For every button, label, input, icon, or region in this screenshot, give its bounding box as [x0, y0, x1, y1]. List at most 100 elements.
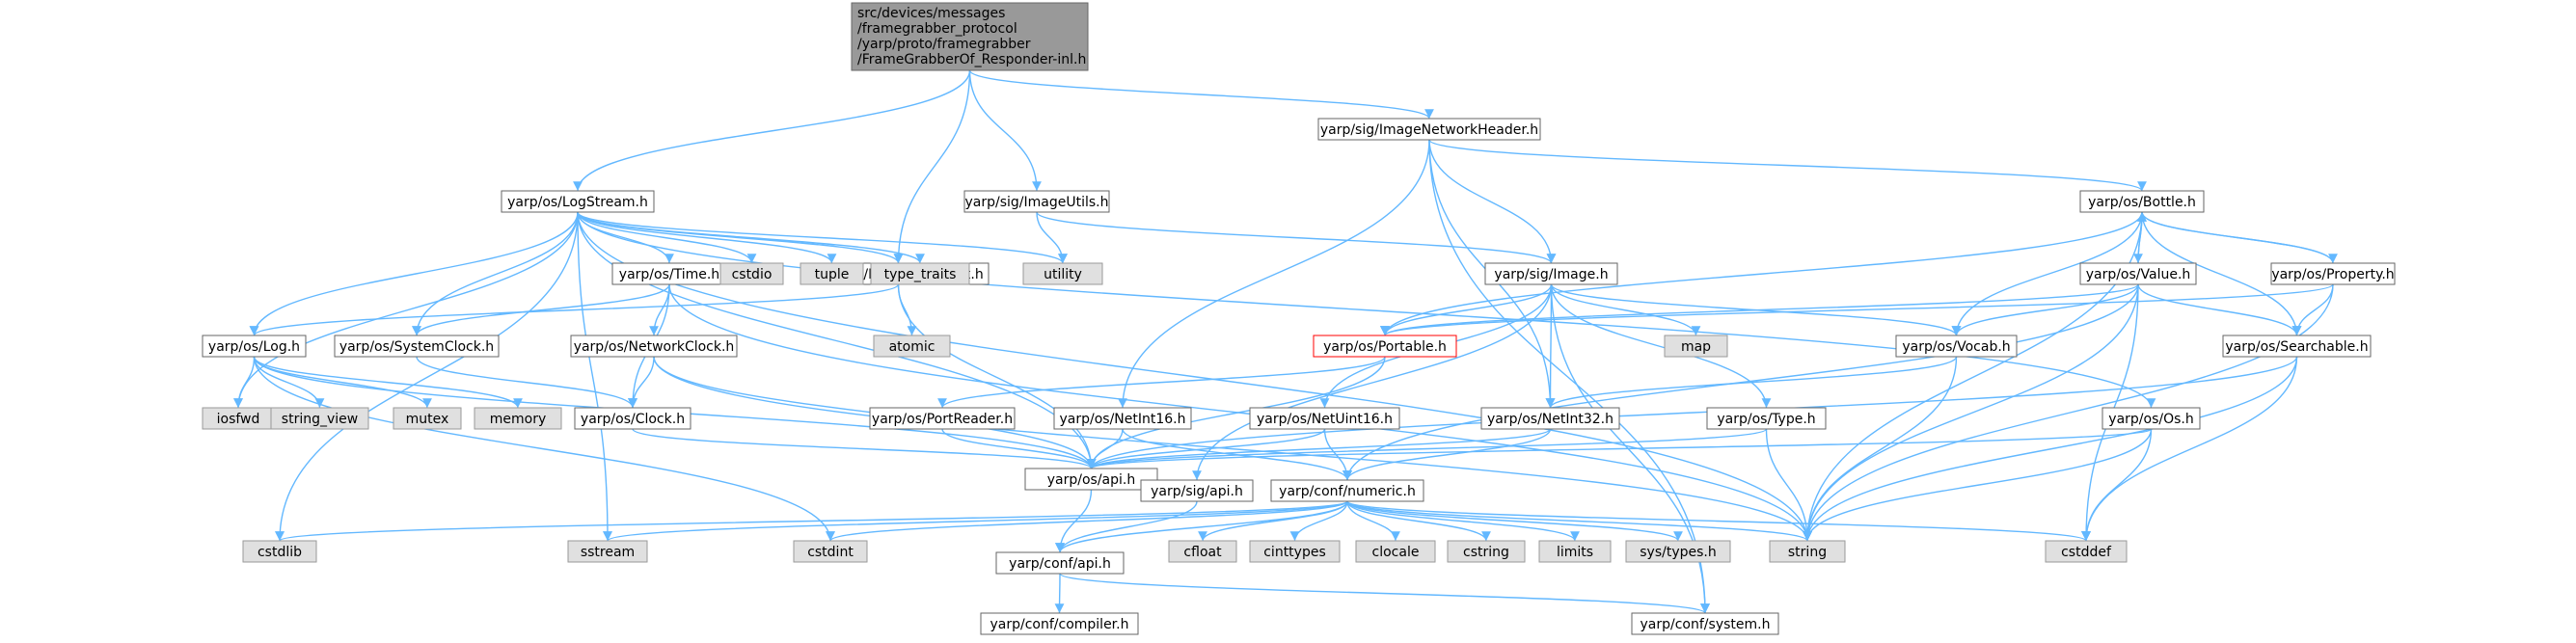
- node-box-root: [851, 2, 1089, 71]
- node-osapi[interactable]: yarp/os/api.h: [1024, 468, 1158, 491]
- nodes-layer: src/devices/messages/framegrabber_protoc…: [202, 2, 2396, 635]
- node-numeric[interactable]: yarp/conf/numeric.h: [1270, 479, 1424, 502]
- node-box-tuple: [800, 262, 864, 285]
- node-mutex: mutex: [393, 407, 462, 430]
- edge-logstream-to-os: [577, 211, 2156, 409]
- node-label-cfloat: cfloat: [1183, 545, 1222, 560]
- node-imagenetheader[interactable]: yarp/sig/ImageNetworkHeader.h: [1317, 118, 1541, 141]
- node-logstream[interactable]: yarp/os/LogStream.h: [501, 190, 655, 213]
- node-box-cstdlib: [242, 540, 317, 563]
- node-string_view: string_view: [270, 407, 369, 430]
- node-systemclock[interactable]: yarp/os/SystemClock.h: [334, 335, 500, 358]
- node-label-clock: yarp/os/Clock.h: [581, 412, 685, 427]
- edge-logcomponent-to-atomic: [897, 283, 917, 336]
- edge-numeric-to-string: [1346, 500, 1812, 542]
- edge-netint32-to-numeric: [1342, 428, 1552, 481]
- edge-root-to-imageutils: [968, 69, 1042, 192]
- node-box-portable: [1313, 335, 1457, 358]
- edge-numeric-to-cstdlib: [275, 500, 1348, 542]
- edge-property-to-portable: [1380, 283, 2334, 336]
- node-clock[interactable]: yarp/os/Clock.h: [574, 407, 691, 430]
- node-box-image: [1484, 262, 1618, 285]
- node-netint16[interactable]: yarp/os/NetInt16.h: [1053, 407, 1192, 430]
- edge-numeric-to-cstddef: [1346, 500, 2091, 542]
- node-box-cstddef: [2045, 540, 2128, 563]
- node-label-sstream: sstream: [581, 545, 635, 560]
- node-box-cinttypes: [1249, 540, 1341, 563]
- node-label-osapi: yarp/os/api.h: [1047, 472, 1135, 488]
- node-imageutils[interactable]: yarp/sig/ImageUtils.h: [963, 190, 1110, 213]
- node-compiler[interactable]: yarp/conf/compiler.h: [980, 612, 1139, 635]
- node-label-cstring: cstring: [1463, 545, 1509, 560]
- edge-netuint16-to-osapi: [1086, 428, 1326, 469]
- node-networkclock[interactable]: yarp/os/NetworkClock.h: [570, 335, 738, 358]
- edge-numeric-to-sstream: [603, 500, 1348, 542]
- node-bottle[interactable]: yarp/os/Bottle.h: [2079, 190, 2205, 213]
- edge-os-to-cstddef: [2081, 428, 2153, 542]
- edge-image-to-sigapi: [1192, 283, 1553, 481]
- node-os[interactable]: yarp/os/Os.h: [2101, 407, 2201, 430]
- edge-imagenetheader-to-image: [1428, 139, 1557, 264]
- node-box-bottle: [2079, 190, 2205, 213]
- node-netuint16[interactable]: yarp/os/NetUint16.h: [1249, 407, 1400, 430]
- node-label-os: yarp/os/Os.h: [2108, 412, 2193, 427]
- node-label-type: yarp/os/Type.h: [1717, 412, 1815, 427]
- edge-image-to-portable: [1380, 283, 1553, 336]
- node-box-cstdint: [793, 540, 868, 563]
- edge-log-to-string_view: [253, 356, 325, 409]
- node-property[interactable]: yarp/os/Property.h: [2270, 262, 2396, 285]
- node-label-property: yarp/os/Property.h: [2271, 267, 2394, 282]
- node-netint32[interactable]: yarp/os/NetInt32.h: [1480, 407, 1620, 430]
- node-cfloat: cfloat: [1168, 540, 1237, 563]
- node-iosfwd: iosfwd: [202, 407, 275, 430]
- node-vocab[interactable]: yarp/os/Vocab.h: [1895, 335, 2018, 358]
- node-label-cstdlib: cstdlib: [258, 545, 302, 560]
- edge-numeric-to-cstdint: [826, 500, 1348, 542]
- edge-image-to-vocab: [1550, 283, 1962, 336]
- node-root[interactable]: src/devices/messages/framegrabber_protoc…: [851, 2, 1089, 71]
- node-value[interactable]: yarp/os/Value.h: [2079, 262, 2197, 285]
- node-label-tuple: tuple: [815, 267, 850, 282]
- node-label-cstdio: cstdio: [732, 267, 773, 282]
- node-cstdio: cstdio: [719, 262, 784, 285]
- node-label-imageutils: yarp/sig/ImageUtils.h: [965, 195, 1109, 210]
- node-box-string_view: [270, 407, 369, 430]
- edge-logstream-to-systemclock: [412, 211, 579, 336]
- node-label-time: yarp/os/Time.h: [619, 267, 719, 282]
- node-portreader[interactable]: yarp/os/PortReader.h: [869, 407, 1016, 430]
- edge-value-to-searchable: [2137, 283, 2302, 336]
- node-tuple: tuple: [800, 262, 864, 285]
- node-label-searchable: yarp/os/Searchable.h: [2225, 339, 2368, 355]
- node-type[interactable]: yarp/os/Type.h: [1706, 407, 1827, 430]
- node-label-mutex: mutex: [406, 412, 449, 427]
- node-box-systypes: [1625, 540, 1731, 563]
- node-label-log: yarp/os/Log.h: [208, 339, 300, 355]
- node-label-clocale: clocale: [1372, 545, 1420, 560]
- edge-logstream-to-type_traits: [577, 211, 925, 264]
- node-image[interactable]: yarp/sig/Image.h: [1484, 262, 1618, 285]
- node-box-system: [1631, 612, 1779, 635]
- node-confapi[interactable]: yarp/conf/api.h: [995, 551, 1125, 575]
- node-sigapi[interactable]: yarp/sig/api.h: [1140, 479, 1254, 502]
- node-system[interactable]: yarp/conf/system.h: [1631, 612, 1779, 635]
- node-box-utility: [1022, 262, 1103, 285]
- node-log[interactable]: yarp/os/Log.h: [202, 335, 307, 358]
- node-utility: utility: [1022, 262, 1103, 285]
- edge-logstream-to-sstream: [577, 211, 612, 542]
- node-label-system: yarp/conf/system.h: [1641, 617, 1771, 632]
- node-searchable[interactable]: yarp/os/Searchable.h: [2222, 335, 2372, 358]
- edge-log-to-cstdint: [253, 356, 835, 542]
- node-label-systypes: sys/types.h: [1640, 545, 1716, 560]
- node-box-searchable: [2222, 335, 2372, 358]
- node-time[interactable]: yarp/os/Time.h: [611, 262, 727, 285]
- node-label-imagenetheader: yarp/sig/ImageNetworkHeader.h: [1320, 122, 1538, 138]
- node-label-utility: utility: [1044, 267, 1082, 282]
- edge-logstream-to-logcomponent: [577, 211, 904, 264]
- edge-type-to-osapi: [1086, 428, 1768, 469]
- edge-networkclock-to-clock: [628, 356, 655, 409]
- node-portable[interactable]: yarp/os/Portable.h: [1313, 335, 1457, 358]
- edge-logcomponent-to-osapi: [897, 283, 1097, 469]
- node-cstring: cstring: [1447, 540, 1526, 563]
- edge-networkclock-to-string: [653, 356, 1812, 542]
